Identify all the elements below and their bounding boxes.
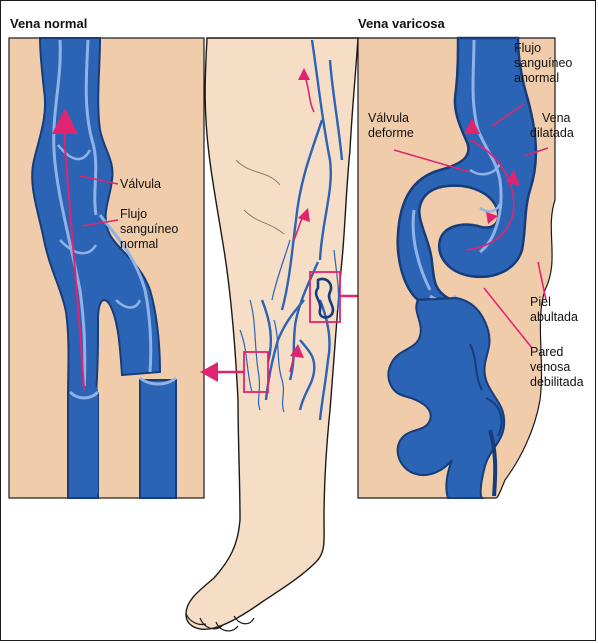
normal-vein-panel: Vena normal Válvula Flujo sanguíneo norm… [9,16,204,498]
varicose-vein-panel: Vena varicosa Flujo sanguíneo anormal Vá… [358,16,584,498]
dilated-vein-label-2: dilatada [530,126,574,140]
weakened-wall-label-2: venosa [530,360,570,374]
abnormal-flow-label-3: anormal [514,71,559,85]
leg-shape [186,38,358,629]
dilated-vein-label-1: Vena [542,111,571,125]
normal-flow-label-3: normal [120,237,158,251]
weakened-wall-label-1: Pared [530,345,563,359]
bulging-skin-label-2: abultada [530,310,578,324]
normal-flow-label-2: sanguíneo [120,222,178,236]
valve-label: Válvula [120,177,161,191]
normal-vein-lower-right [140,380,176,498]
weakened-wall-label-3: debilitada [530,375,584,389]
abnormal-flow-label-2: sanguíneo [514,56,572,70]
bulging-skin-label-1: Piel [530,295,551,309]
normal-vein-title: Vena normal [10,16,87,31]
varicose-vein-title: Vena varicosa [358,16,445,31]
deformed-valve-label-2: deforme [368,126,414,140]
abnormal-flow-label-1: Flujo [514,41,541,55]
normal-flow-label-1: Flujo [120,207,147,221]
leg-illustration [186,38,382,631]
normal-vein-lower-fill [70,386,98,496]
deformed-valve-label-1: Válvula [368,111,409,125]
